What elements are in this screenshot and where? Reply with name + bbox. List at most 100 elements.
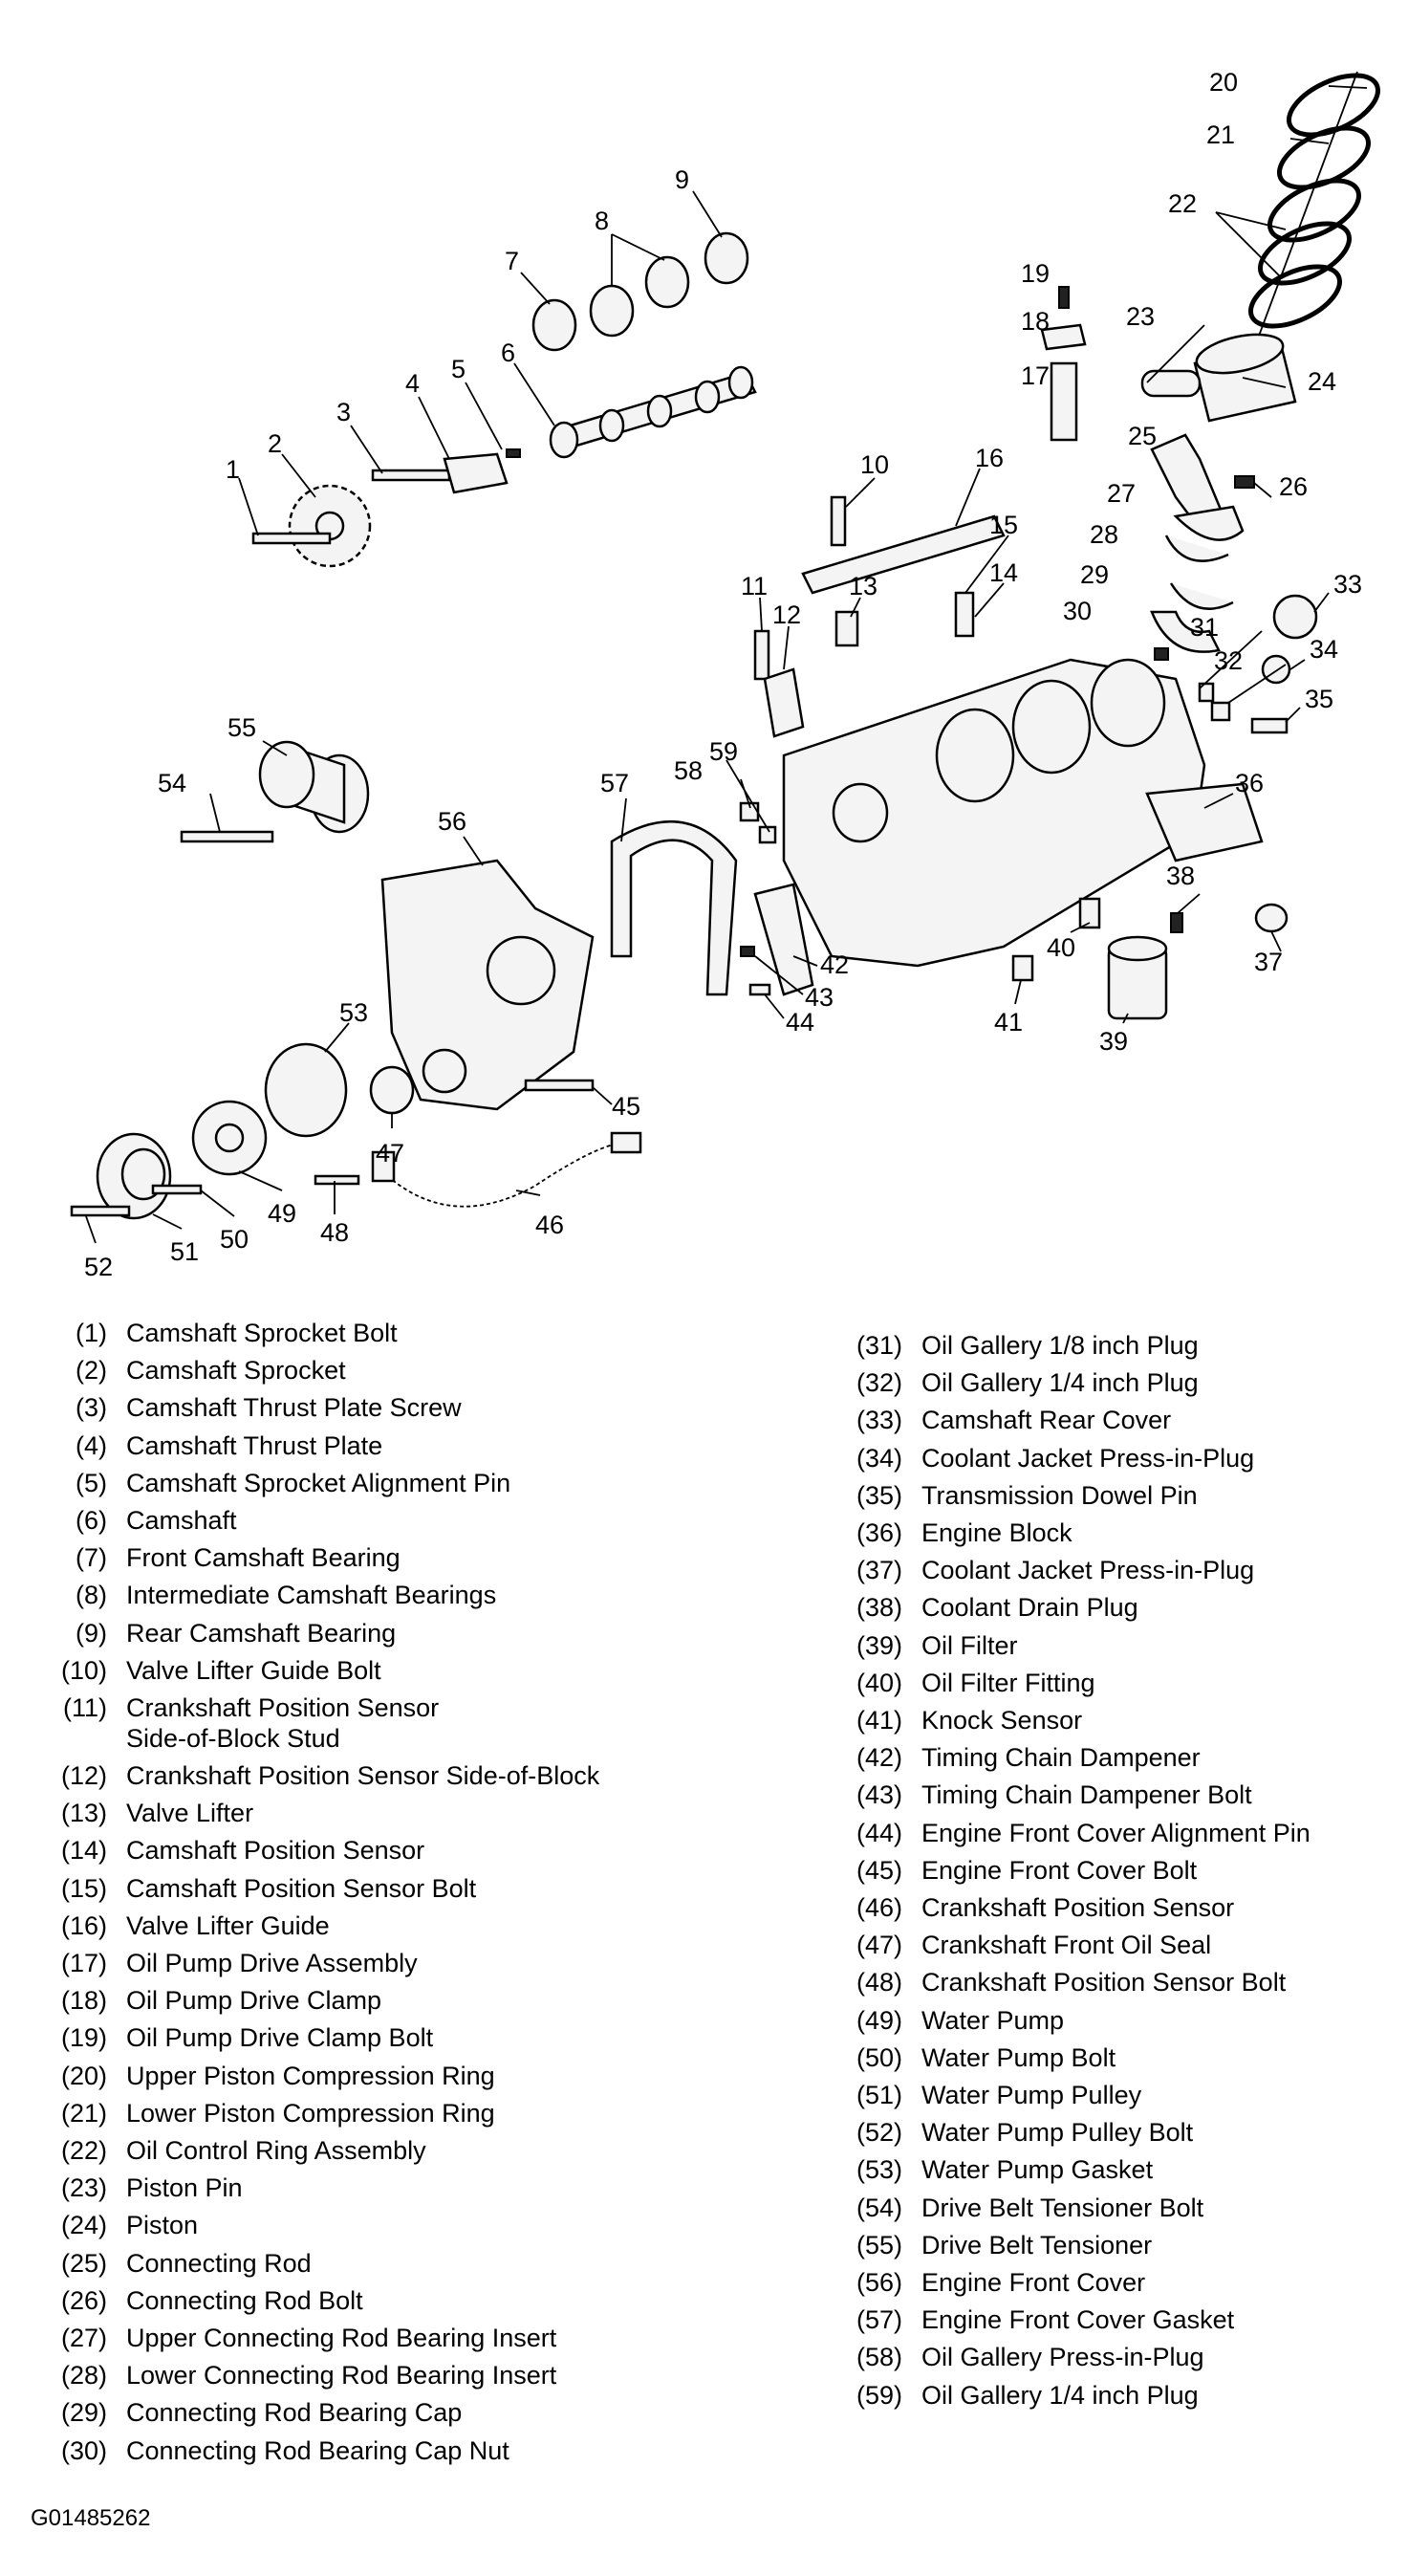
exploded-engine-diagram: 1 2 3 4 5 6 7 8 9 10 11 12 13 14 15 16 1…: [70, 68, 1381, 1281]
legend-item: (52)Water Pump Pulley Bolt: [856, 2118, 1194, 2148]
callout: 56: [438, 807, 466, 836]
legend-item: (41)Knock Sensor: [856, 1706, 1083, 1736]
callout: 28: [1090, 520, 1118, 549]
callout: 12: [772, 600, 801, 629]
callout: 2: [268, 429, 282, 458]
callout: 41: [994, 1008, 1023, 1037]
callout: 31: [1190, 613, 1219, 642]
legend-item: (23)Piston Pin: [60, 2173, 243, 2203]
legend-item: (19)Oil Pump Drive Clamp Bolt: [60, 2023, 434, 2053]
legend-item: (14)Camshaft Position Sensor: [60, 1836, 425, 1866]
legend-item: (25)Connecting Rod: [60, 2248, 312, 2278]
legend-item: (29)Connecting Rod Bearing Cap: [60, 2398, 463, 2428]
callout: 44: [786, 1008, 814, 1037]
legend-item: (42)Timing Chain Dampener: [856, 1743, 1201, 1773]
legend-item: (46)Crankshaft Position Sensor: [856, 1893, 1235, 1923]
callout: 9: [675, 165, 689, 194]
callout: 37: [1254, 948, 1283, 976]
callout: 23: [1126, 302, 1155, 331]
legend-item: (20)Upper Piston Compression Ring: [60, 2061, 495, 2090]
parts-legend-left: (1)Camshaft Sprocket Bolt (2)Camshaft Sp…: [29, 1315, 774, 2470]
callout: 21: [1206, 120, 1235, 149]
callout: 45: [612, 1092, 640, 1121]
legend-item: (58)Oil Gallery Press-in-Plug: [856, 2343, 1204, 2372]
callout: 19: [1021, 259, 1050, 288]
callout-labels: 1 2 3 4 5 6 7 8 9 10 11 12 13 14 15 16 1…: [84, 68, 1362, 1281]
callout: 34: [1310, 635, 1338, 664]
legend-item: (22)Oil Control Ring Assembly: [60, 2136, 426, 2166]
callout: 3: [336, 398, 351, 426]
legend-item: (5)Camshaft Sprocket Alignment Pin: [76, 1468, 511, 1497]
callout: 6: [501, 338, 515, 367]
crankshaft-position-sensor: [314, 1131, 642, 1208]
legend-item: (36)Engine Block: [856, 1518, 1072, 1548]
callout: 36: [1235, 769, 1264, 797]
legend-item: (7)Front Camshaft Bearing: [76, 1543, 401, 1573]
callout: 42: [820, 950, 849, 979]
legend-item: (13)Valve Lifter: [60, 1799, 254, 1828]
callout: 46: [535, 1211, 564, 1239]
legend-item: (31)Oil Gallery 1/8 inch Plug: [856, 1331, 1199, 1360]
callout: 39: [1099, 1027, 1128, 1056]
callout: 48: [320, 1218, 349, 1247]
legend-item: (2)Camshaft Sprocket: [76, 1356, 346, 1386]
callout: 20: [1209, 68, 1238, 97]
callout: 11: [741, 572, 768, 600]
callout: 30: [1063, 597, 1092, 625]
callout: 52: [84, 1253, 113, 1281]
legend-item: (4)Camshaft Thrust Plate: [76, 1430, 383, 1460]
engine-front-cover: [380, 859, 595, 1111]
callout: 7: [505, 247, 519, 275]
callout: 8: [595, 207, 609, 235]
callout: 10: [860, 450, 889, 479]
callout: 49: [268, 1199, 296, 1228]
front-oil-seal: [264, 1042, 415, 1138]
engine-block: [782, 658, 1264, 968]
legend-item: (32)Oil Gallery 1/4 inch Plug: [856, 1368, 1199, 1398]
callout: 57: [600, 769, 629, 797]
legend-item: (33)Camshaft Rear Cover: [856, 1406, 1172, 1435]
callout: 33: [1333, 570, 1362, 599]
camshaft-sprocket: [251, 448, 521, 568]
drive-belt-tensioner: [180, 740, 370, 843]
water-pump: [70, 1100, 268, 1220]
legend-item: (17)Oil Pump Drive Assembly: [60, 1949, 418, 1978]
piston-rings: [1247, 71, 1381, 355]
legend-item: (34)Coolant Jacket Press-in-Plug: [856, 1443, 1255, 1473]
callout: 5: [451, 355, 466, 383]
legend-item: (8)Intermediate Camshaft Bearings: [76, 1581, 497, 1610]
camshaft: [549, 365, 757, 459]
legend-item: (44)Engine Front Cover Alignment Pin: [856, 1818, 1311, 1847]
legend-item: (28)Lower Connecting Rod Bearing Insert: [60, 2361, 557, 2390]
legend-item: (47)Crankshaft Front Oil Seal: [856, 1931, 1212, 1960]
legend-item: (39)Oil Filter: [856, 1630, 1018, 1660]
leader-lines: [85, 85, 1368, 1244]
legend-item: (18)Oil Pump Drive Clamp: [60, 1986, 382, 2016]
legend-item: (3)Camshaft Thrust Plate Screw: [76, 1393, 462, 1423]
legend-item: (38)Coolant Drain Plug: [856, 1593, 1138, 1623]
camshaft-bearings: [531, 231, 749, 352]
legend-item: (59)Oil Gallery 1/4 inch Plug: [856, 2380, 1199, 2410]
legend-item: (43)Timing Chain Dampener Bolt: [856, 1780, 1252, 1810]
parts-legend-right: (31)Oil Gallery 1/8 inch Plug (32)Oil Ga…: [824, 1327, 1378, 2414]
connecting-rod: [1150, 433, 1255, 661]
legend-item: (27)Upper Connecting Rod Bearing Insert: [60, 2324, 557, 2353]
legend-item: (54)Drive Belt Tensioner Bolt: [856, 2193, 1204, 2222]
callout: 40: [1047, 933, 1075, 962]
oil-filter: [1011, 897, 1168, 1020]
legend-item: (21)Lower Piston Compression Ring: [60, 2098, 495, 2128]
callout: 16: [975, 444, 1004, 472]
callout: 1: [226, 455, 240, 484]
callout: 47: [376, 1139, 404, 1168]
callout: 55: [227, 713, 256, 742]
legend-item: (30)Connecting Rod Bearing Cap Nut: [60, 2435, 509, 2465]
legend-item: (35)Transmission Dowel Pin: [856, 1480, 1198, 1510]
legend-item: (37)Coolant Jacket Press-in-Plug: [856, 1556, 1255, 1585]
engine-front-cover-gasket: [610, 820, 738, 996]
legend-item: (49)Water Pump: [856, 2005, 1065, 2035]
callout: 35: [1305, 685, 1333, 713]
legend-item: (48)Crankshaft Position Sensor Bolt: [856, 1968, 1287, 1997]
legend-item: (57)Engine Front Cover Gasket: [856, 2305, 1235, 2335]
legend-item: (12)Crankshaft Position Sensor Side-of-B…: [60, 1761, 600, 1791]
callout: 27: [1107, 479, 1136, 508]
